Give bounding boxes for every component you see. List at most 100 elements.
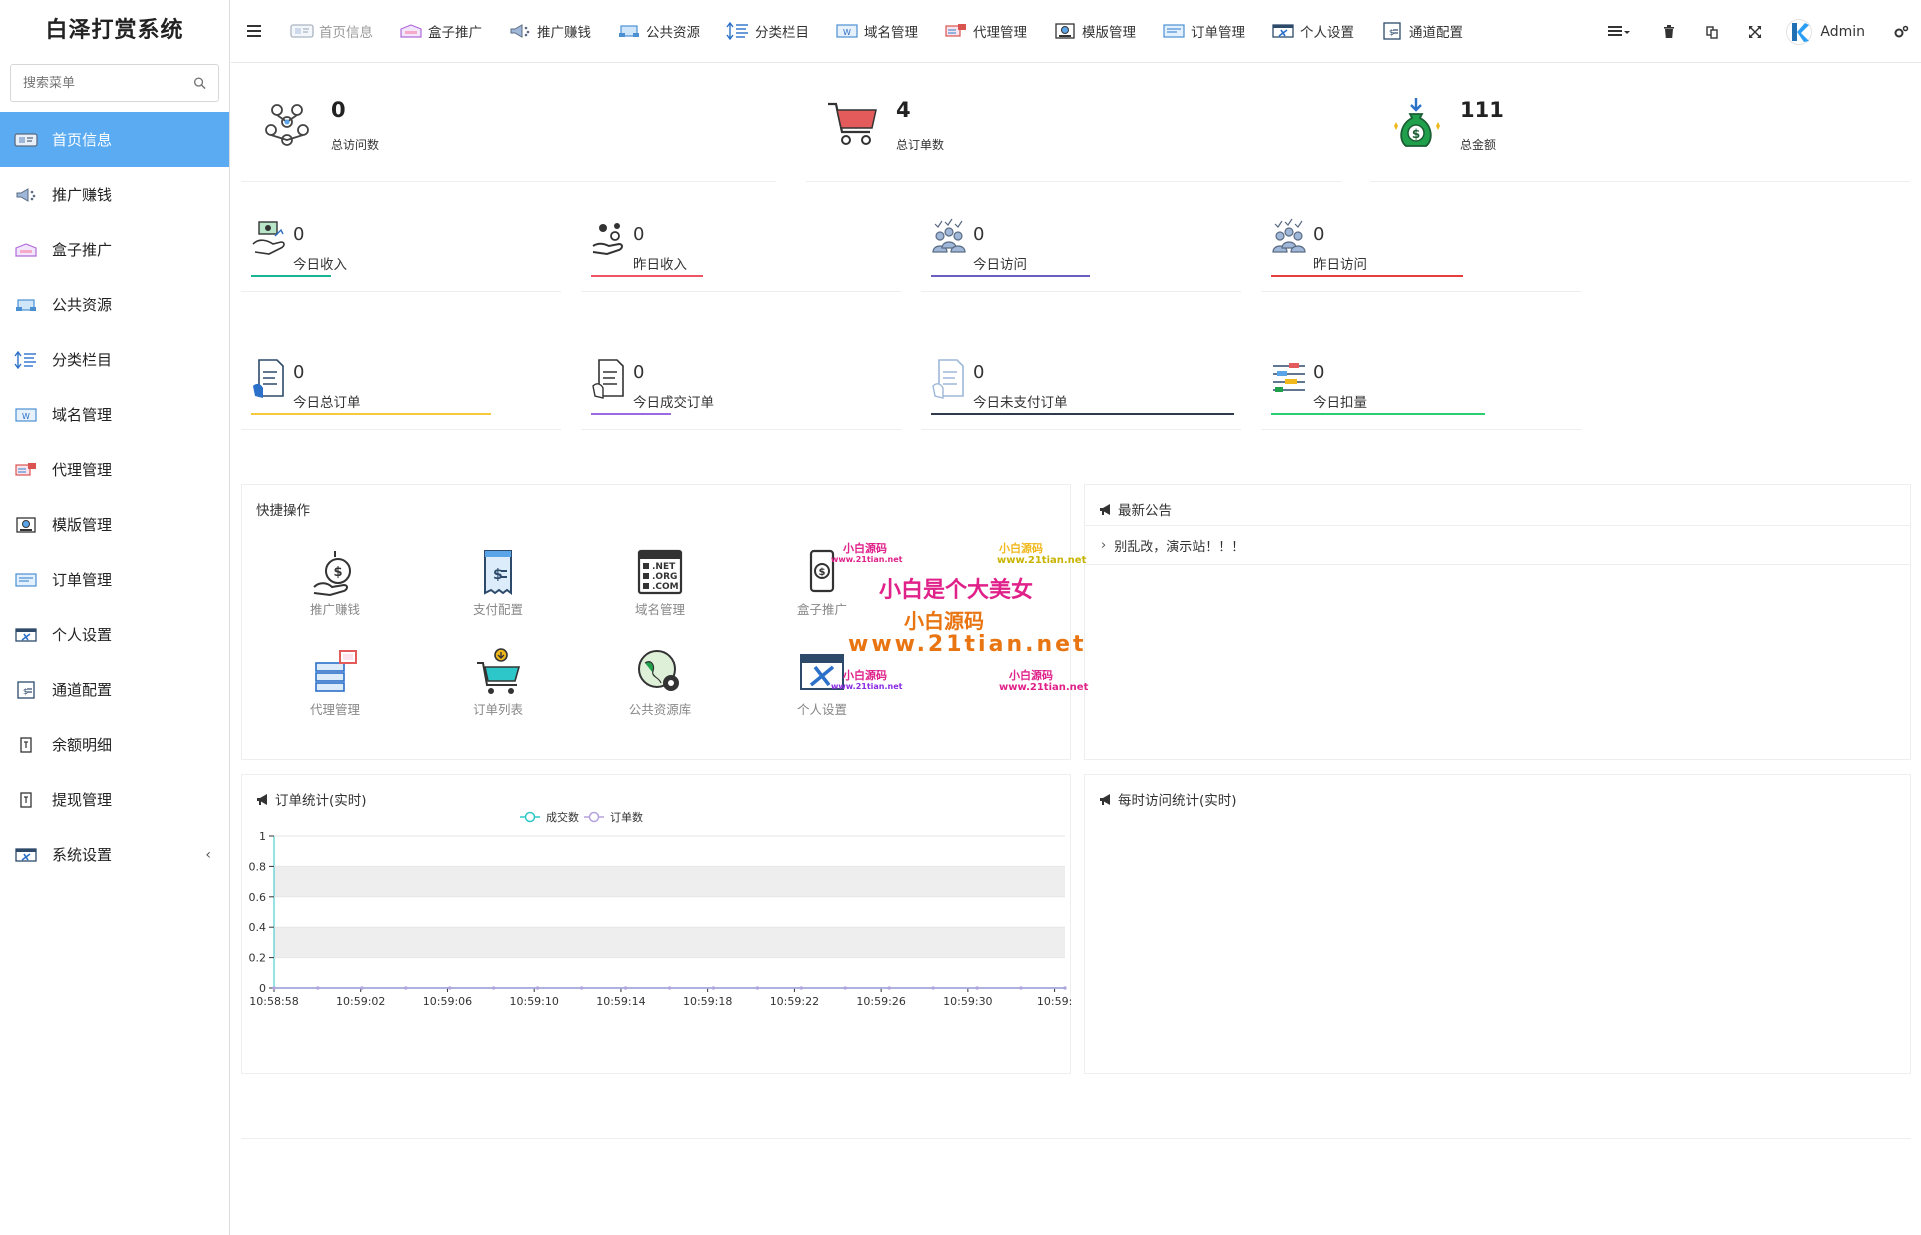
notice-text: 别乱改，演示站！！！ xyxy=(1114,539,1245,555)
promote-icon xyxy=(14,185,38,205)
sidebar-item[interactable]: 分类栏目 xyxy=(0,332,229,387)
order-unpaid-icon xyxy=(931,356,967,400)
sidebar: 白泽打赏系统 首页信息推广赚钱盒子推广公共资源分类栏目W域名管理代理管理模版管理… xyxy=(0,0,230,1235)
quick-action[interactable]: $支付配置 xyxy=(438,547,558,618)
trash-icon[interactable] xyxy=(1647,0,1690,63)
user-menu[interactable]: Admin xyxy=(1776,18,1881,45)
quick-action[interactable]: $推广赚钱 xyxy=(275,547,395,618)
quick-action-label: 域名管理 xyxy=(634,602,685,617)
megaphone-icon xyxy=(257,793,267,805)
chart-point xyxy=(536,986,540,990)
quick-action[interactable]: 代理管理 xyxy=(275,647,395,718)
svg-text:.COM: .COM xyxy=(652,582,679,592)
chart-grid-band xyxy=(274,927,1065,958)
sidebar-item[interactable]: $通道配置 xyxy=(0,662,229,717)
sidebar-item[interactable]: 提现管理 xyxy=(0,772,229,827)
sidebar-item[interactable]: 订单管理 xyxy=(0,552,229,607)
top-nav-tab[interactable]: 订单管理 xyxy=(1149,0,1258,62)
visit-chart-panel: 每时访问统计(实时) xyxy=(1084,774,1911,1074)
sidebar-item-label: 系统设置 xyxy=(52,846,113,864)
visitors-icon xyxy=(1271,218,1307,262)
sidebar-item[interactable]: 模版管理 xyxy=(0,497,229,552)
system-icon xyxy=(14,845,38,865)
stat-underline xyxy=(1271,275,1463,277)
quick-action[interactable]: 个人设置 xyxy=(762,647,882,718)
sidebar-item[interactable]: 代理管理 xyxy=(0,442,229,497)
notice-panel: 最新公告 › 别乱改，演示站！！！ xyxy=(1084,484,1911,760)
top-nav-tab[interactable]: 推广赚钱 xyxy=(495,0,604,62)
top-nav-tab[interactable]: 模版管理 xyxy=(1040,0,1149,62)
watermark-text: 小白是个大美女 xyxy=(879,578,1034,603)
sidebar-item-label: 公共资源 xyxy=(52,296,113,314)
top-nav-tab[interactable]: 盒子推广 xyxy=(386,0,495,62)
sidebar-item-label: 首页信息 xyxy=(52,131,113,149)
sidebar-item-label: 域名管理 xyxy=(52,406,113,424)
quick-action-label: 公共资源库 xyxy=(628,702,692,717)
top-nav-tab-label: 分类栏目 xyxy=(755,25,809,41)
settings-gear-icon[interactable] xyxy=(1881,0,1921,63)
top-nav-tab[interactable]: $通道配置 xyxy=(1367,0,1476,62)
chart-point xyxy=(755,986,759,990)
agent-icon xyxy=(944,21,968,41)
sidebar-item[interactable]: 盒子推广 xyxy=(0,222,229,277)
lock-screen-icon[interactable] xyxy=(1690,0,1733,63)
stat-underline xyxy=(591,275,703,277)
chevron-right-icon: › xyxy=(1101,537,1107,553)
chart-point xyxy=(580,986,584,990)
chart-point xyxy=(799,986,803,990)
promote-icon xyxy=(508,21,532,41)
quick-action[interactable]: 公共资源库 xyxy=(600,647,720,718)
sidebar-item-label: 通道配置 xyxy=(52,681,113,699)
search-icon[interactable] xyxy=(193,76,206,90)
chart-point xyxy=(623,986,628,990)
sidebar-item[interactable]: 首页信息 xyxy=(0,112,229,167)
sidebar-item[interactable]: 系统设置‹ xyxy=(0,827,229,882)
category-icon xyxy=(726,21,750,41)
chart-x-tick-label: 10:59:18 xyxy=(683,995,732,1008)
quick-action[interactable]: 订单列表 xyxy=(438,647,558,718)
sidebar-item[interactable]: 推广赚钱 xyxy=(0,167,229,222)
top-nav-tab-label: 个人设置 xyxy=(1300,25,1354,41)
top-nav-tab[interactable]: 首页信息 xyxy=(277,0,386,62)
sidebar-item[interactable]: 个人设置 xyxy=(0,607,229,662)
sidebar-item[interactable]: 余额明细 xyxy=(0,717,229,772)
top-nav-tab[interactable]: 分类栏目 xyxy=(713,0,822,62)
menu-search-box[interactable] xyxy=(10,64,219,102)
sidebar-item-label: 盒子推广 xyxy=(52,241,113,259)
shopping-cart-icon xyxy=(824,96,880,152)
notice-item[interactable]: › 别乱改，演示站！！！ xyxy=(1085,525,1910,565)
chart-x-tick-label: 10:59:14 xyxy=(596,995,645,1008)
stat-value: 0 xyxy=(973,224,985,245)
chart-grid-band xyxy=(274,866,1065,897)
quick-action[interactable]: $盒子推广 xyxy=(762,547,882,618)
more-menu-icon[interactable] xyxy=(1591,0,1647,63)
quick-action-label: 代理管理 xyxy=(309,702,360,717)
stat-label: 今日成交订单 xyxy=(633,395,714,411)
menu-toggle-icon[interactable] xyxy=(231,25,277,37)
stat-value: 0 xyxy=(1313,224,1325,245)
top-nav-tab[interactable]: 代理管理 xyxy=(931,0,1040,62)
menu-search-input[interactable] xyxy=(23,75,193,91)
top-nav-tab-label: 首页信息 xyxy=(319,25,373,41)
chart-legend-marker xyxy=(524,811,536,823)
svg-text:$: $ xyxy=(493,567,503,583)
fullscreen-icon[interactable] xyxy=(1733,0,1776,63)
profile-icon xyxy=(14,625,38,645)
chart-x-tick-label: 10:59:02 xyxy=(336,995,385,1008)
sidebar-item[interactable]: 公共资源 xyxy=(0,277,229,332)
deduction-icon xyxy=(1271,356,1307,400)
top-nav-tab[interactable]: 个人设置 xyxy=(1258,0,1367,62)
sidebar-item-label: 代理管理 xyxy=(52,461,113,479)
chart-y-tick-label: 0 xyxy=(259,982,266,995)
chart-point xyxy=(667,986,672,990)
divider xyxy=(241,1138,1911,1139)
top-nav-tab[interactable]: 公共资源 xyxy=(604,0,713,62)
